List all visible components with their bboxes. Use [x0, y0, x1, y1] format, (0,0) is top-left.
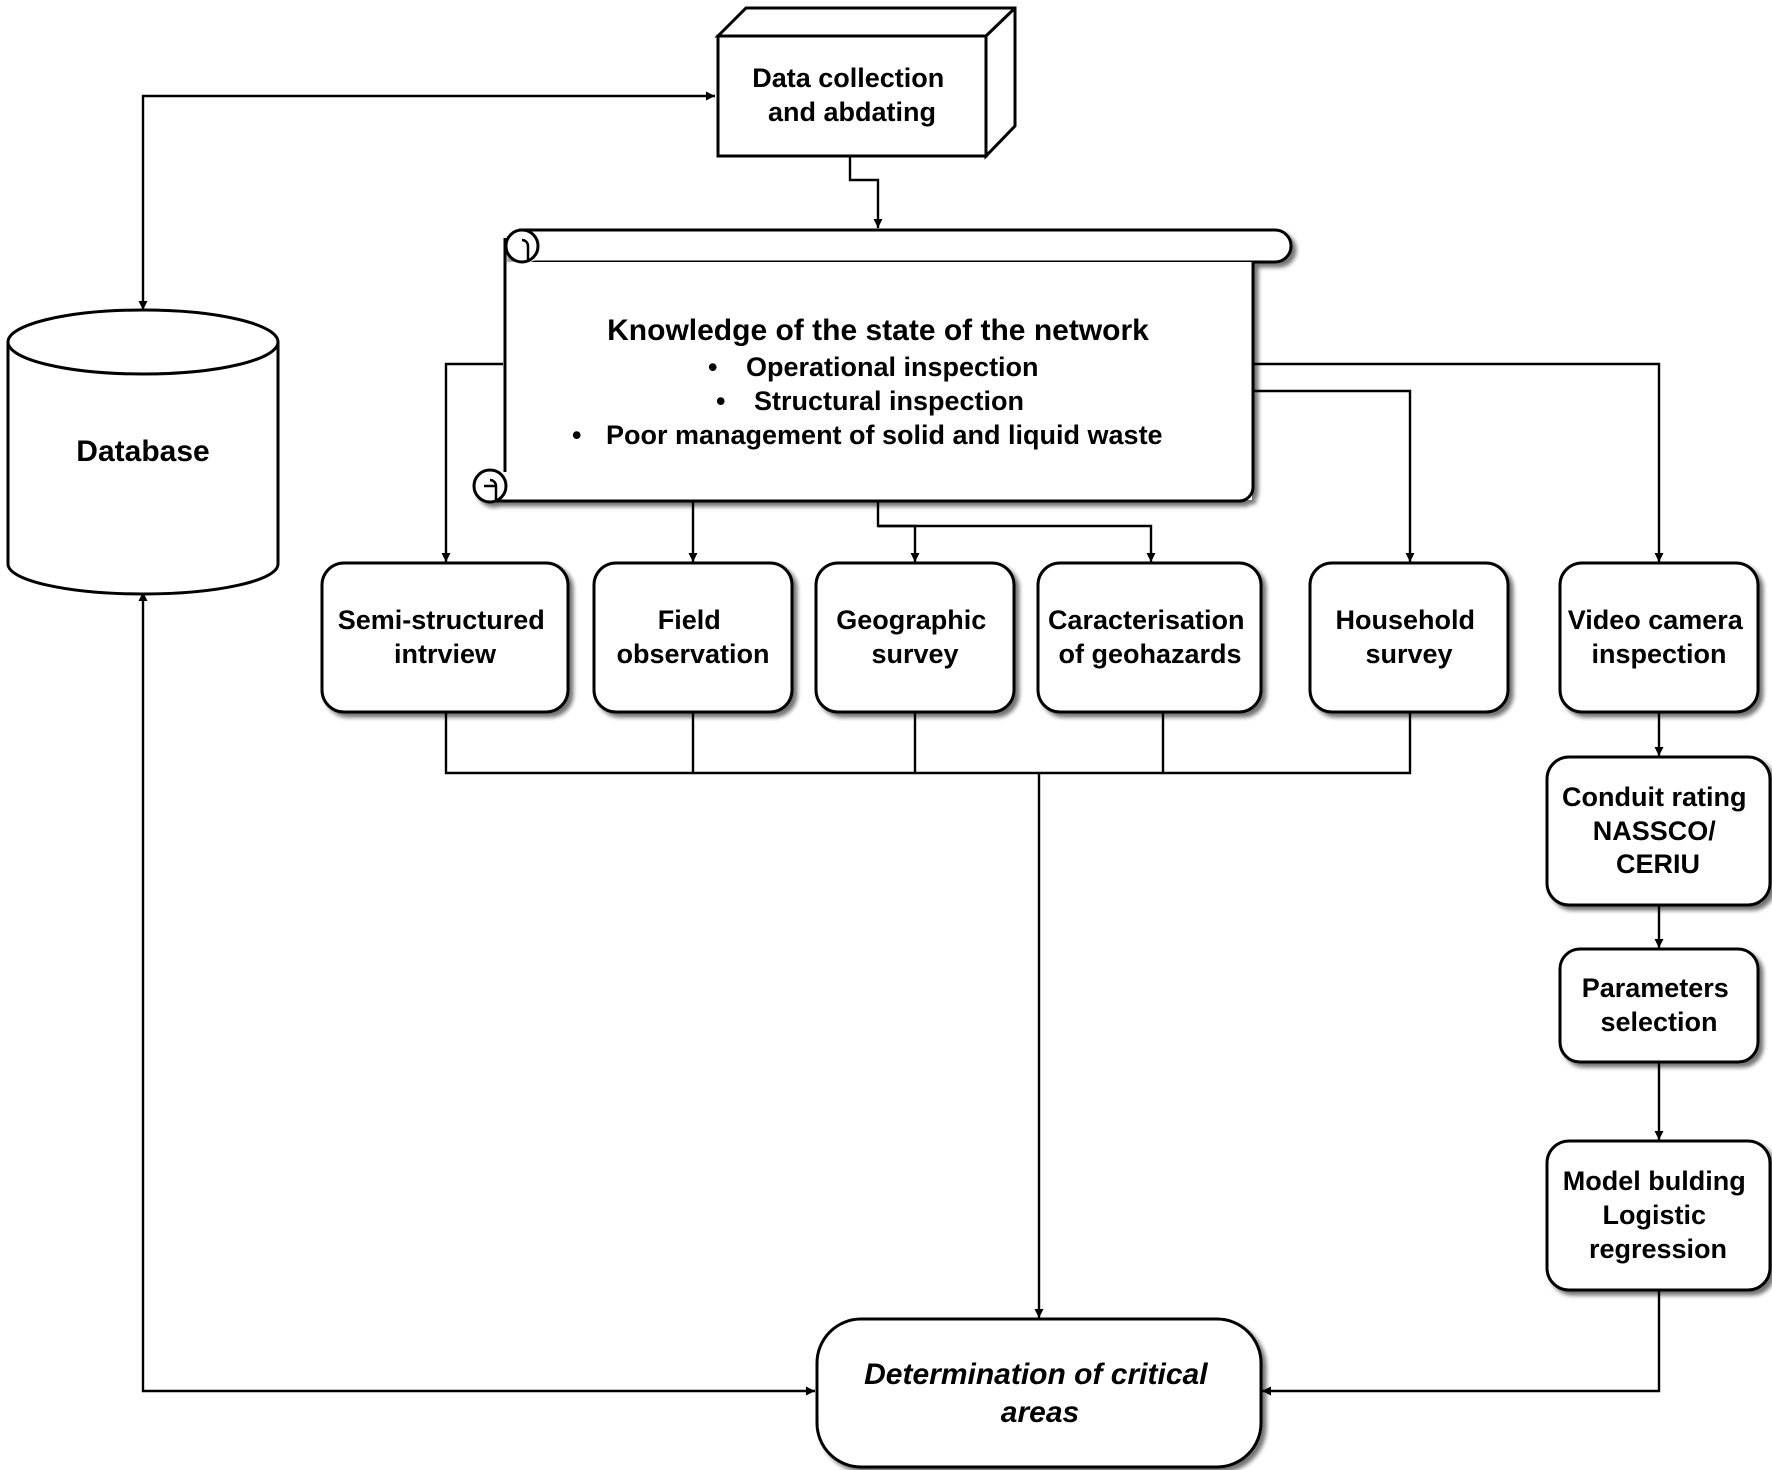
edge-knowledge-video-camera [1253, 362, 1664, 562]
svg-text:Video camera inspection: Video camera inspection [1568, 605, 1751, 669]
parameters-selection-line-1: Parameters [1582, 973, 1729, 1003]
bullet-dot-3: • [572, 420, 581, 450]
knowledge-bullet-2: Structural inspection [754, 386, 1024, 416]
node-conduit-rating: Conduit rating NASSCO/ CERIU [1545, 755, 1772, 907]
svg-text:Field observation: Field observation [616, 605, 769, 669]
parameters-selection-line-2: selection [1600, 1007, 1717, 1037]
model-building-line-1: Model bulding [1563, 1166, 1746, 1196]
svg-text:Semi-structured intrview: Semi-structured intrview [338, 605, 553, 669]
node-parameters-selection: Parameters selection [1558, 947, 1760, 1064]
bullet-dot-2: • [716, 386, 725, 416]
svg-text:Conduit rating NASSCO/: Conduit rating NASSCO/ CERIU [1562, 782, 1754, 879]
model-building-line-2: Logistic [1602, 1200, 1706, 1230]
node-semi-structured: Semi-structured intrview [320, 561, 570, 714]
edge-surveys-bus [444, 712, 1412, 775]
svg-text:Model bulding Logistic: Model bulding Logistic regression [1563, 1166, 1753, 1264]
data-collection-line-1: Data collection [752, 63, 944, 93]
semi-structured-line-1: Semi-structured [338, 605, 545, 635]
geographic-survey-line-1: Geographic [836, 605, 986, 635]
edge-knowledge-geographic-survey [876, 500, 920, 562]
edge-knowledge-semi-structured [441, 362, 503, 562]
edge-database-data-collection [138, 91, 715, 310]
geographic-survey-line-2: survey [871, 639, 958, 669]
svg-text:Geographic survey: Geographic survey [836, 605, 994, 669]
critical-areas-line-2: areas [1001, 1396, 1079, 1429]
scroll-top-curl [504, 228, 540, 264]
svg-text:Knowledge of the state of the: Knowledge of the state of the network [607, 314, 1149, 347]
knowledge-bullet-1: Operational inspection [746, 352, 1039, 382]
geohazards-line-1: Caracterisation [1048, 605, 1245, 635]
database-body [6, 342, 280, 596]
conduit-rating-line-1: Conduit rating [1562, 782, 1746, 812]
edge-model-critical-areas [1262, 1290, 1661, 1396]
field-observation-line-1: Field [658, 605, 721, 635]
critical-areas-line-1: Determination of critical [864, 1358, 1208, 1391]
geohazards-line-2: of geohazards [1058, 639, 1241, 669]
svg-text:Caracterisation of geoha: Caracterisation of geohazards [1048, 605, 1252, 669]
svg-text:• Operational inspection: • Operational inspection • Structural in… [572, 352, 1163, 450]
data-collection-line-2: and abdating [768, 97, 936, 127]
svg-text:Household survey: Household survey [1335, 605, 1482, 669]
node-data-collection: Data collection and abdating [714, 6, 1017, 160]
node-database: Database [6, 308, 280, 596]
database-label: Database [76, 435, 209, 468]
node-knowledge-scroll: Knowledge of the state of the network • … [472, 228, 1293, 504]
model-building-line-3: regression [1589, 1234, 1727, 1264]
semi-structured-line-2: intrview [394, 639, 497, 669]
edge-critical-areas-database [138, 592, 815, 1396]
household-survey-line-1: Household [1335, 605, 1475, 635]
field-observation-line-2: observation [616, 639, 769, 669]
conduit-rating-line-3: CERIU [1616, 849, 1700, 879]
video-camera-line-1: Video camera [1568, 605, 1744, 635]
node-video-camera: Video camera inspection [1558, 561, 1760, 714]
node-data-collection-face [716, 34, 988, 158]
knowledge-bullet-3: Poor management of solid and liquid wast… [606, 420, 1163, 450]
node-model-building: Model bulding Logistic regression [1545, 1139, 1772, 1292]
svg-text:Parameters selection: Parameters selection [1582, 973, 1737, 1037]
video-camera-line-2: inspection [1591, 639, 1726, 669]
knowledge-title: Knowledge of the state of the network [607, 314, 1149, 347]
edges [138, 91, 1664, 1396]
svg-text:Data collection and abda: Data collection and abdating [752, 63, 952, 127]
edge-knowledge-geohazards [878, 524, 1156, 562]
node-critical-areas: Determination of critical areas [815, 1317, 1263, 1469]
node-geohazards: Caracterisation of geohazards [1036, 561, 1263, 714]
edge-data-collection-knowledge [848, 156, 883, 228]
node-geographic-survey: Geographic survey [814, 561, 1016, 714]
svg-text:Determination of critical: Determination of critical areas [864, 1358, 1216, 1429]
conduit-rating-line-2: NASSCO/ [1593, 816, 1717, 846]
node-field-observation: Field observation [592, 561, 794, 714]
node-household-survey: Household survey [1308, 561, 1510, 714]
bullet-dot-1: • [708, 352, 717, 382]
scroll-top-roll [508, 228, 1293, 266]
household-survey-line-2: survey [1365, 639, 1452, 669]
database-top [6, 308, 280, 376]
edge-knowledge-household-survey [1253, 389, 1415, 562]
